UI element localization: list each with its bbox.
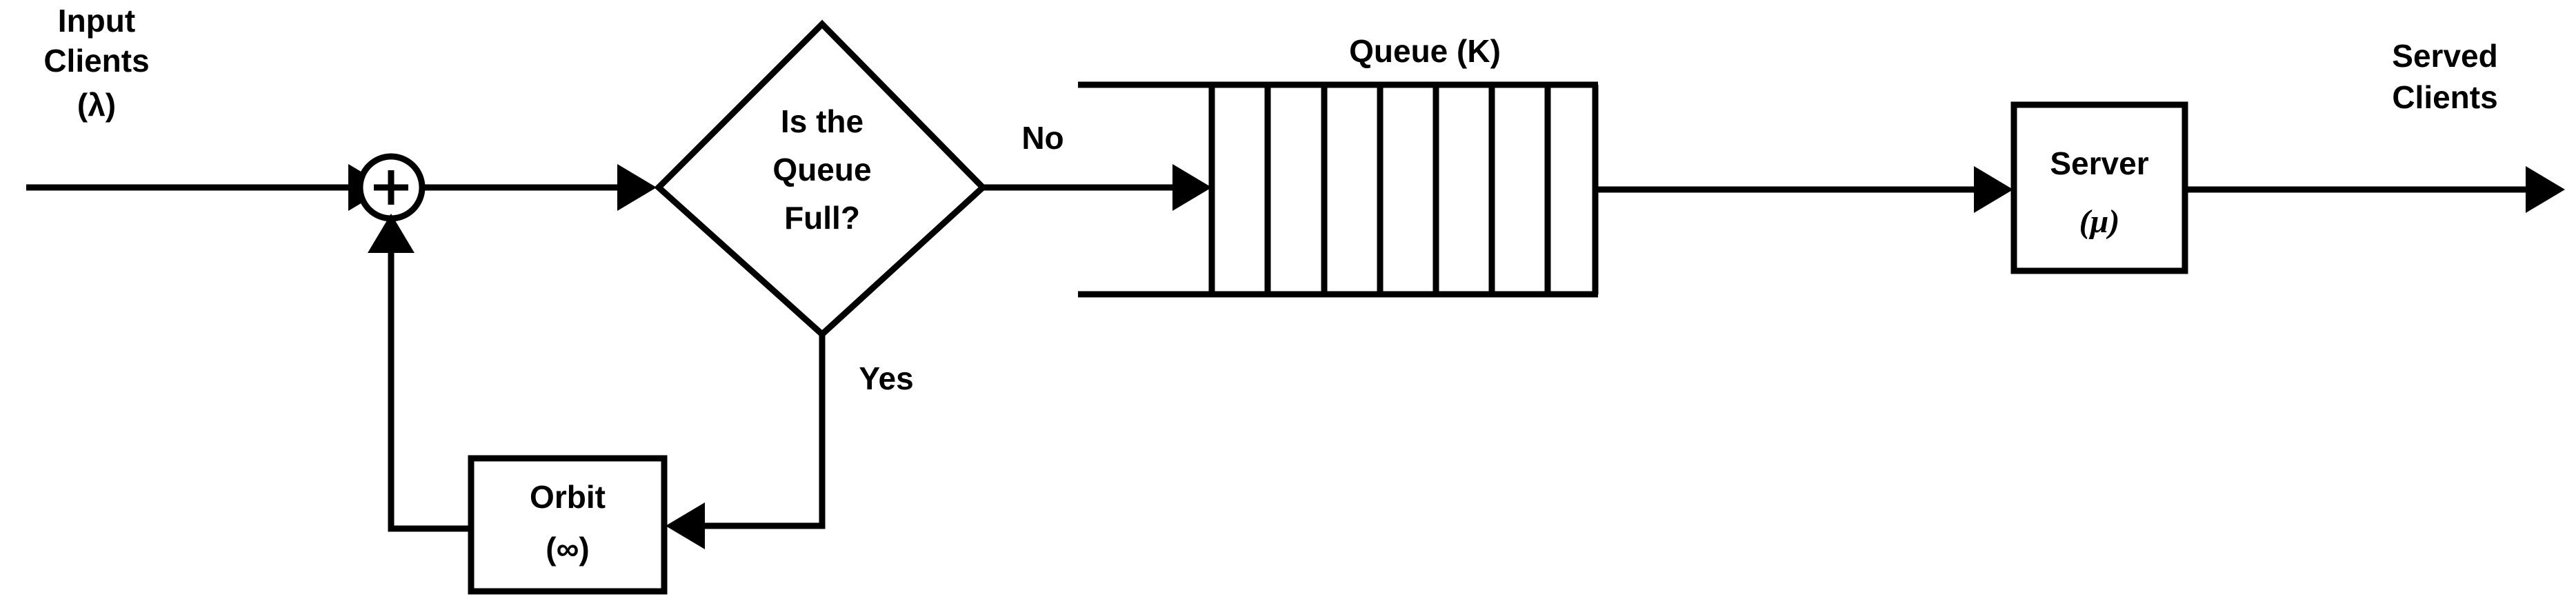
- edge-label-no: No: [1021, 120, 1064, 156]
- edge-decision-no-to-queue: No: [983, 120, 1212, 211]
- edge-queue-to-server: [1595, 166, 2013, 213]
- served-clients-line1: Served: [2392, 38, 2497, 74]
- server-node[interactable]: Server (μ): [2010, 101, 2188, 274]
- edge-server-to-output: [2185, 166, 2565, 213]
- orbit-capacity-infinity: (∞): [546, 531, 589, 567]
- server-label: Server: [2050, 145, 2148, 181]
- input-arrival-rate-lambda: (λ): [77, 87, 116, 123]
- edge-sum-to-decision-arrowhead: [617, 164, 657, 211]
- edge-orbit-to-sum-feedback: [368, 214, 471, 532]
- input-clients-line2: Clients: [43, 43, 149, 79]
- edge-sum-to-decision: [422, 164, 657, 211]
- input-clients-line1: Input: [58, 3, 135, 39]
- edge-decision-yes-path: [703, 334, 826, 529]
- decision-is-queue-full[interactable]: Is the Queue Full?: [654, 19, 988, 339]
- orbit-box: [468, 455, 668, 595]
- edge-server-to-output-arrowhead: [2526, 166, 2565, 213]
- edge-label-yes: Yes: [859, 360, 913, 396]
- edge-decision-yes-arrowhead: [666, 502, 705, 549]
- edge-orbit-feedback-path: [388, 252, 471, 532]
- decision-label-line1: Is the: [781, 103, 863, 139]
- summing-junction[interactable]: [357, 153, 426, 222]
- decision-label-line2: Queue: [772, 152, 871, 187]
- decision-label-line3: Full?: [784, 200, 860, 236]
- edge-input-to-sum: [26, 164, 388, 211]
- edge-queue-to-server-arrowhead: [1974, 166, 2013, 213]
- queue-buffer[interactable]: Queue (K): [1078, 33, 1599, 298]
- edge-orbit-feedback-arrowhead: [368, 214, 415, 253]
- edge-decision-no-arrowhead: [1172, 164, 1212, 211]
- server-box: [2010, 101, 2188, 274]
- server-rate-mu: (μ): [2079, 203, 2120, 240]
- served-clients-label-group: Served Clients: [2392, 38, 2497, 115]
- orbit-node[interactable]: Orbit (∞): [468, 455, 668, 595]
- edge-decision-yes-to-orbit: Yes: [666, 334, 914, 549]
- served-clients-line2: Clients: [2392, 79, 2497, 115]
- orbit-label: Orbit: [530, 479, 606, 515]
- input-clients-label-group: Input Clients (λ): [43, 3, 149, 123]
- queue-title-label: Queue (K): [1349, 33, 1501, 69]
